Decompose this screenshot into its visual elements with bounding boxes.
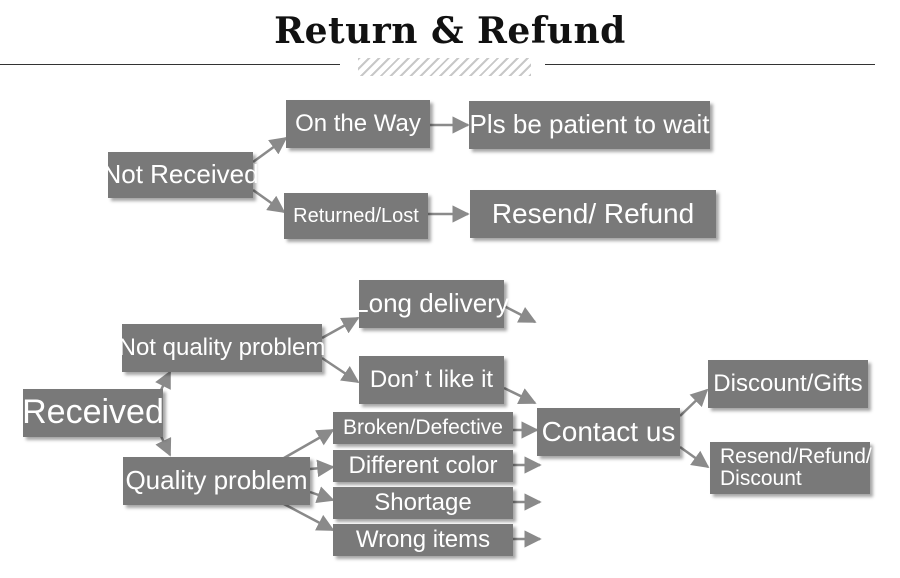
arrow-quality-to-shortage (309, 486, 335, 504)
arrow-contact-to-resend-refund-discount (679, 445, 710, 469)
node-on-the-way: On the Way (286, 100, 430, 148)
arrow-not-received-to-on-the-way (252, 136, 288, 164)
node-long-delivery: Long delivery (354, 280, 509, 328)
node-wrong-items: Wrong items (333, 524, 513, 556)
node-returned-lost: Returned/Lost (284, 193, 428, 239)
node-resend-refund-discount-line2: Discount (720, 467, 802, 490)
title-divider-left (0, 64, 340, 65)
node-contact-us: Contact us (537, 408, 680, 456)
arrow-contact-to-discount-gifts (679, 388, 709, 417)
title-hatch-decoration (358, 58, 531, 76)
arrow-quality-to-different-color (309, 459, 335, 478)
arrow-quality-to-wrong-items (281, 501, 335, 532)
arrow-not-quality-to-dont-like (321, 356, 360, 384)
arrow-quality-to-broken (283, 428, 335, 460)
node-discount-gifts: Discount/Gifts (708, 360, 868, 408)
arrow-dont-like-to-contact (503, 386, 537, 405)
node-quality-problem: Quality problem (123, 457, 310, 505)
node-different-color: Different color (333, 450, 513, 482)
node-received: Received (22, 389, 164, 437)
node-not-received: Not Received (102, 152, 259, 198)
page-title: Return & Refund (274, 10, 626, 52)
arrow-not-received-to-returned-lost (252, 188, 286, 214)
arrow-not-quality-to-long-delivery (321, 316, 360, 340)
node-resend-refund-discount: Resend/Refund/ Discount (710, 442, 872, 494)
node-resend-refund: Resend/ Refund (470, 190, 716, 238)
node-pls-be-patient: Pls be patient to wait (469, 101, 710, 149)
node-broken-defective: Broken/Defective (333, 412, 513, 444)
arrow-received-to-quality (155, 433, 172, 457)
node-dont-like-it: Don’ t like it (359, 356, 504, 404)
node-not-quality-problem: Not quality problem (119, 324, 325, 372)
arrow-received-to-not-quality (155, 370, 172, 393)
arrow-long-delivery-out (503, 304, 537, 324)
title-divider-right (545, 64, 875, 65)
node-resend-refund-discount-line1: Resend/Refund/ (720, 444, 872, 468)
node-shortage: Shortage (333, 487, 513, 519)
